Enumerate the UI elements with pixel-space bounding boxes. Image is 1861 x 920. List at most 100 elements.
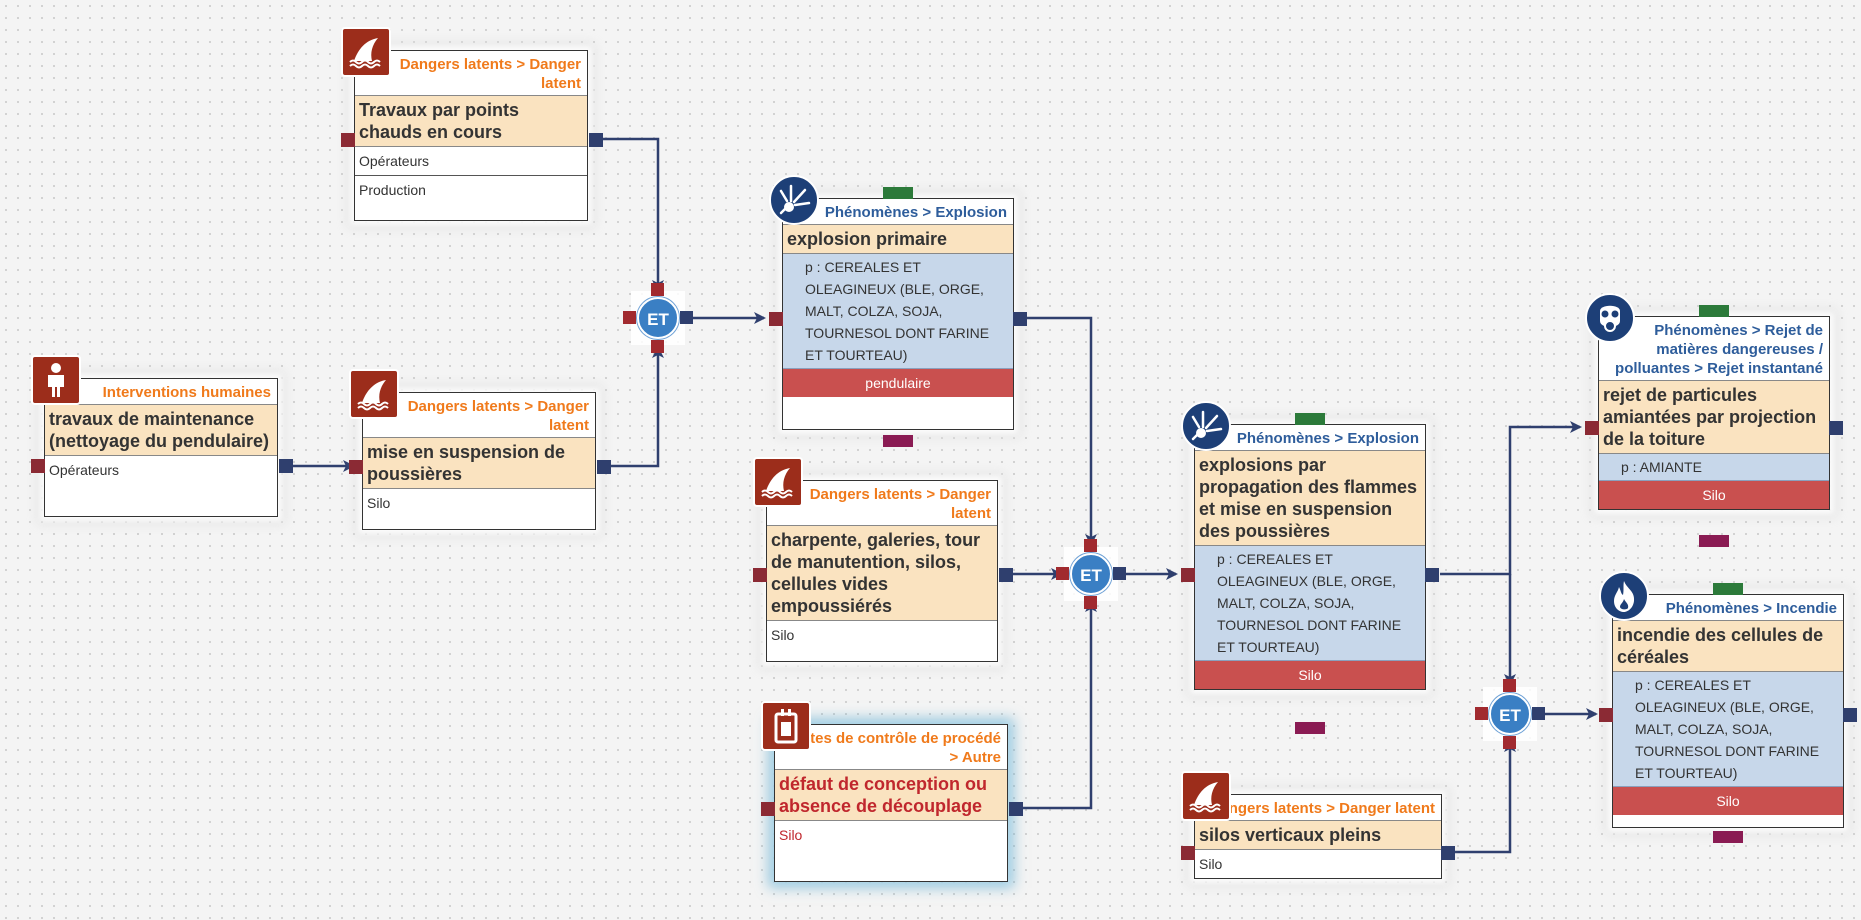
top-port[interactable]: [1699, 305, 1729, 317]
gate-input-port[interactable]: [1084, 539, 1097, 552]
node-category: Interventions humaines: [45, 379, 277, 404]
node-location-bar: pendulaire: [783, 369, 1013, 397]
output-port[interactable]: [1425, 568, 1439, 582]
device-icon: [761, 701, 811, 751]
node-mise-en-suspension[interactable]: Dangers latents > Danger latent mise en …: [349, 369, 611, 530]
node-title: charpente, galeries, tour de manutention…: [767, 525, 997, 621]
node-charpente[interactable]: Dangers latents > Danger latent charpent…: [753, 457, 1013, 662]
output-port[interactable]: [1013, 312, 1027, 326]
node-line-silo: Silo: [779, 827, 803, 843]
node-category: Pertes de contrôle de procédé > Autre: [775, 725, 1007, 769]
output-port[interactable]: [1843, 708, 1857, 722]
node-category: Phénomènes > Explosion: [783, 199, 1013, 224]
gate-input-port[interactable]: [1056, 567, 1069, 580]
node-parameter: p : CEREALES ET OLEAGINEUX (BLE, ORGE, M…: [1195, 546, 1425, 661]
node-defaut-conception[interactable]: Pertes de contrôle de procédé > Autre dé…: [761, 701, 1023, 882]
node-location-bar: Silo: [1599, 481, 1829, 509]
output-port[interactable]: [1829, 421, 1843, 435]
edge-explosion-primaire-to-gate2[interactable]: [1025, 316, 1097, 546]
and-gate[interactable]: ET: [1475, 679, 1545, 749]
output-port[interactable]: [589, 133, 603, 147]
gate-label: ET: [1070, 553, 1112, 595]
gate-input-port[interactable]: [1084, 596, 1097, 609]
node-category: Phénomènes > Incendie: [1613, 595, 1843, 620]
node-location-bar: Silo: [1613, 787, 1843, 815]
output-port[interactable]: [597, 460, 611, 474]
fire-icon: [1599, 571, 1649, 621]
edge-silos-verticaux-to-gate3[interactable]: [1455, 740, 1516, 854]
input-port[interactable]: [1585, 421, 1599, 435]
edge-defaut-to-gate2[interactable]: [1021, 600, 1097, 810]
gate-label: ET: [1489, 693, 1531, 735]
top-port[interactable]: [1295, 413, 1325, 425]
gate-input-port[interactable]: [1475, 707, 1488, 720]
node-explosion-primaire[interactable]: Phénomènes > Explosion explosion primair…: [769, 175, 1027, 447]
input-port[interactable]: [761, 802, 775, 816]
gate-input-port[interactable]: [1503, 736, 1516, 749]
node-line-silo: Silo: [367, 495, 391, 511]
edge-points-chauds-to-gate1[interactable]: [601, 137, 664, 292]
node-travaux-maintenance[interactable]: Interventions humaines travaux de mainte…: [31, 355, 293, 517]
output-port[interactable]: [1441, 846, 1455, 860]
bottom-port[interactable]: [1295, 722, 1325, 734]
bottom-port[interactable]: [883, 435, 913, 447]
node-travaux-points-chauds[interactable]: Dangers latents > Danger latent Travaux …: [341, 27, 603, 221]
edge-explosions-to-rejet[interactable]: [1440, 421, 1582, 576]
and-gate[interactable]: ET: [623, 283, 693, 353]
explosion-icon: [1181, 401, 1231, 451]
shark-fin-icon: [341, 27, 391, 77]
and-gate[interactable]: ET: [1056, 539, 1126, 609]
node-line-production: Production: [355, 175, 587, 220]
top-port[interactable]: [1713, 583, 1743, 595]
input-port[interactable]: [349, 460, 363, 474]
gate-input-port[interactable]: [623, 311, 636, 324]
input-port[interactable]: [1181, 846, 1195, 860]
node-category: Phénomènes > Explosion: [1195, 425, 1425, 450]
output-port[interactable]: [1009, 802, 1023, 816]
node-parameter: p : CEREALES ET OLEAGINEUX (BLE, ORGE, M…: [783, 254, 1013, 369]
node-incendie-cellules[interactable]: Phénomènes > Incendie incendie des cellu…: [1599, 571, 1857, 843]
person-icon: [31, 355, 81, 405]
node-line-operateurs: Opérateurs: [359, 153, 430, 169]
node-title: mise en suspension de poussières: [363, 437, 595, 489]
node-category: Phénomènes > Rejet de matières dangereus…: [1599, 317, 1829, 380]
gate-output-port[interactable]: [1113, 567, 1126, 580]
edge-suspension-to-gate1[interactable]: [608, 346, 664, 468]
output-port[interactable]: [279, 459, 293, 473]
bottom-port[interactable]: [1699, 535, 1729, 547]
node-parameter: p : AMIANTE: [1599, 454, 1829, 481]
input-port[interactable]: [1181, 568, 1195, 582]
gate-input-port[interactable]: [651, 340, 664, 353]
output-port[interactable]: [999, 568, 1013, 582]
node-line-silo: Silo: [771, 627, 795, 643]
shark-fin-icon: [1181, 771, 1231, 821]
gate-output-port[interactable]: [680, 311, 693, 324]
shark-fin-icon: [349, 369, 399, 419]
node-title: défaut de conception ou absence de décou…: [775, 769, 1007, 821]
gate-output-port[interactable]: [1532, 707, 1545, 720]
node-silos-verticaux[interactable]: Dangers latents > Danger latent silos ve…: [1181, 771, 1455, 879]
node-title: rejet de particules amiantées par projec…: [1599, 380, 1829, 454]
gate-input-port[interactable]: [651, 283, 664, 296]
gate-input-port[interactable]: [1503, 679, 1516, 692]
gate-label: ET: [637, 297, 679, 339]
input-port[interactable]: [753, 568, 767, 582]
input-port[interactable]: [1599, 708, 1613, 722]
input-port[interactable]: [341, 133, 355, 147]
node-category: Dangers latents > Danger latent: [363, 393, 595, 437]
node-title: silos verticaux pleins: [1195, 820, 1441, 850]
explosion-icon: [769, 175, 819, 225]
node-parameter: p : CEREALES ET OLEAGINEUX (BLE, ORGE, M…: [1613, 672, 1843, 787]
node-title: travaux de maintenance (nettoyage du pen…: [45, 404, 277, 456]
input-port[interactable]: [769, 312, 783, 326]
bottom-port[interactable]: [1713, 831, 1743, 843]
node-title: explosions par propagation des flammes e…: [1195, 450, 1425, 546]
node-category: Dangers latents > Danger latent: [767, 481, 997, 525]
node-rejet-particules[interactable]: Phénomènes > Rejet de matières dangereus…: [1585, 293, 1843, 547]
input-port[interactable]: [31, 459, 45, 473]
node-explosions-propagation[interactable]: Phénomènes > Explosion explosions par pr…: [1181, 401, 1439, 734]
node-line-operateurs: Opérateurs: [49, 462, 120, 478]
top-port[interactable]: [883, 187, 913, 199]
gas-mask-icon: [1585, 293, 1635, 343]
